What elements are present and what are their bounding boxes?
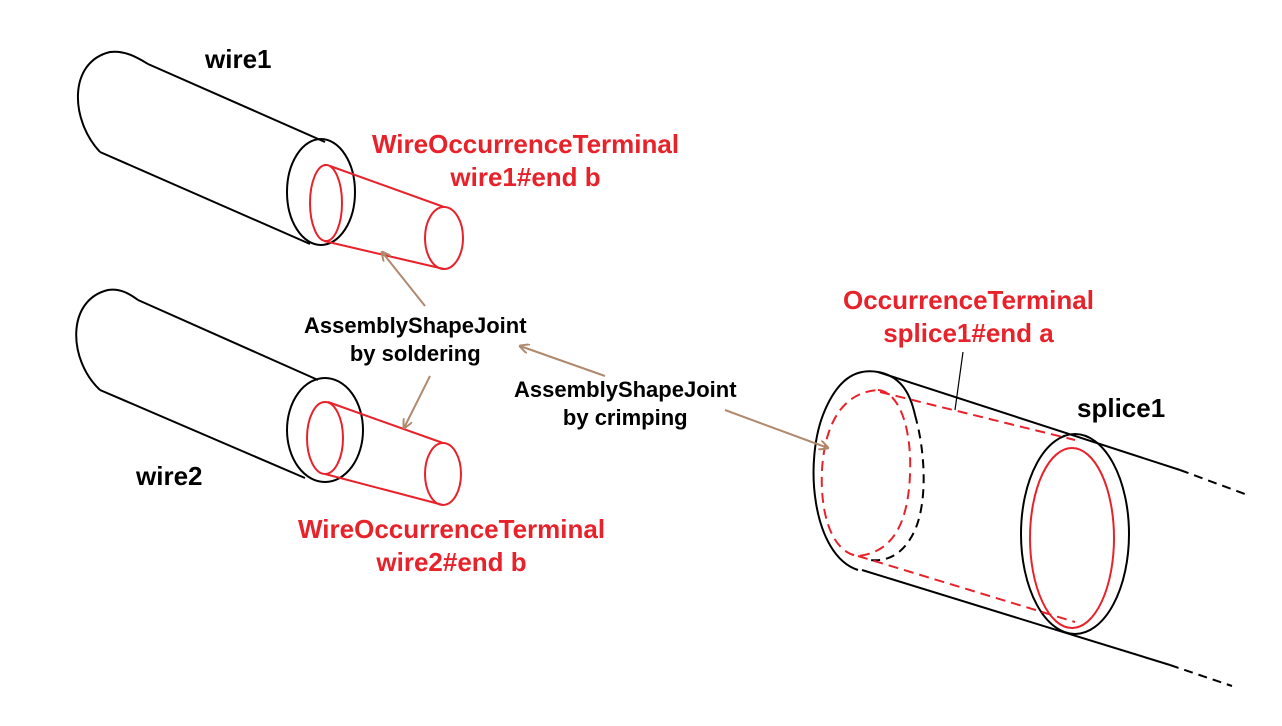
wire2-terminal-type: WireOccurrenceTerminal [298,514,606,544]
wire2-end-face [286,377,364,483]
soldering-joint-label: AssemblyShapeJoint by soldering [304,312,527,367]
soldering-joint-method: by soldering [349,340,481,366]
wire2-terminal-name: wire2#end b [376,546,527,577]
wire2-terminal [306,401,462,506]
wire2-terminal-label: WireOccurrenceTerminal wire2#end b [298,513,605,578]
wire1-body [76,50,326,245]
splice1-terminal-leader [954,351,964,411]
crimping-joint-title: AssemblyShapeJoint [514,377,737,402]
wire1-terminal-type: WireOccurrenceTerminal [372,129,680,159]
crimping-joint-label: AssemblyShapeJoint by crimping [514,376,737,431]
splice1-body [812,370,1246,687]
splice1-label: splice1 [1077,393,1166,423]
splice1-terminal [820,389,1115,629]
wire2-body [75,288,319,479]
wire1-terminal-label: WireOccurrenceTerminal wire1#end b [372,128,679,193]
splice1-terminal-type: OccurrenceTerminal [843,285,1094,315]
wire1-terminal-name: wire1#end b [450,161,601,192]
soldering-joint-title: AssemblyShapeJoint [304,313,527,338]
splice1-terminal-label: OccurrenceTerminal splice1#end a [843,284,1094,349]
splice1-terminal-name: splice1#end a [883,317,1054,348]
wire1-end-face [286,138,356,246]
crimping-joint-method: by crimping [562,404,688,430]
wire2-label: wire2 [136,461,203,491]
soldering-arrows [382,252,431,428]
crimping-arrows [520,346,828,448]
wire1-label: wire1 [205,44,272,74]
